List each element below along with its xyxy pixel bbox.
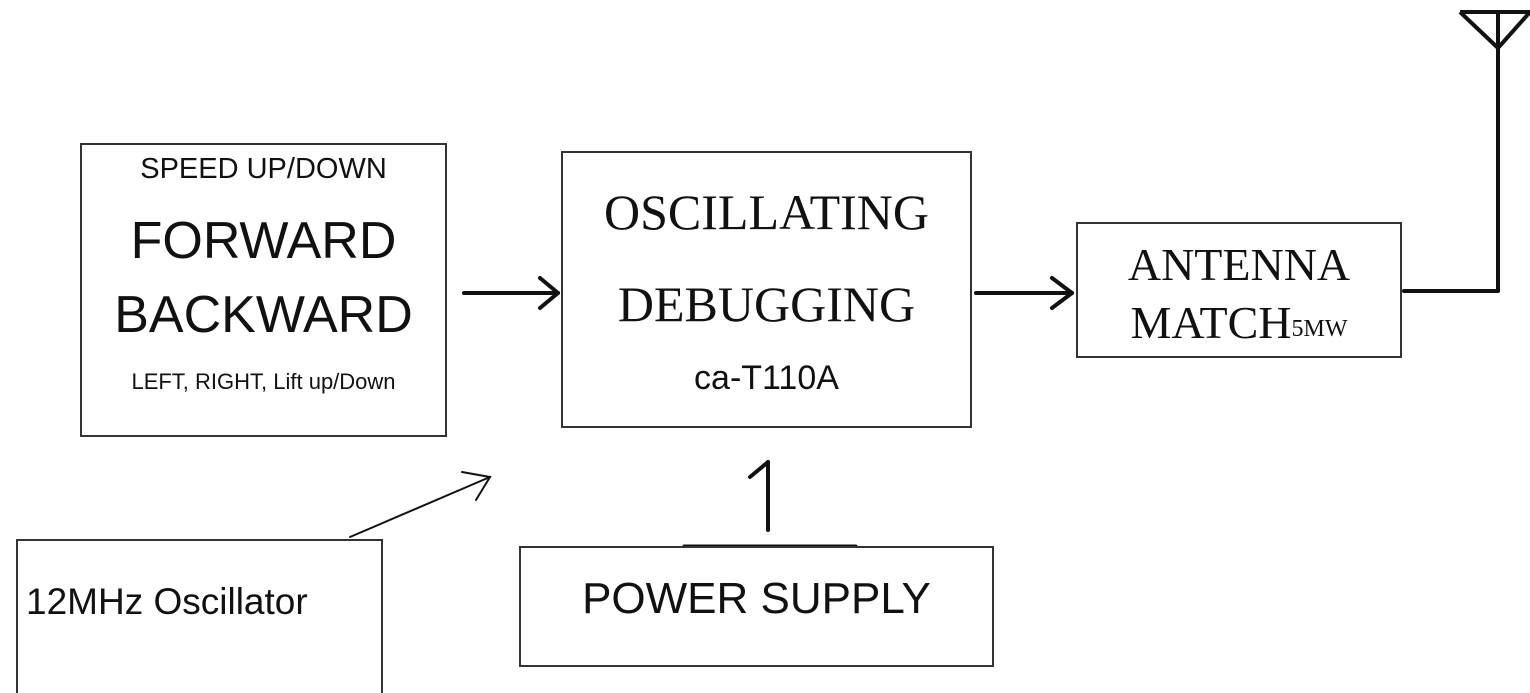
antenna-match-power: 5MW xyxy=(1291,316,1348,342)
antenna-icon xyxy=(1458,10,1530,50)
antenna-match-line-2: MATCH5MW xyxy=(1078,296,1400,349)
oscillating-debugging-block: OSCILLATING DEBUGGING ca-T110A xyxy=(561,151,972,428)
control-line-3: BACKWARD xyxy=(114,286,413,344)
crystal-label: 12MHz Oscillator xyxy=(26,581,308,622)
arrow-oscillator-to-antenna-match xyxy=(974,276,1074,310)
antenna-match-block: ANTENNA MATCH5MW xyxy=(1076,222,1402,358)
power-feed-line xyxy=(682,460,858,548)
power-supply-block: POWER SUPPLY xyxy=(519,546,994,667)
control-line-4: LEFT, RIGHT, Lift up/Down xyxy=(131,369,396,394)
oscillator-line-2: DEBUGGING xyxy=(617,276,916,332)
antenna-match-line-1: ANTENNA xyxy=(1127,239,1351,290)
control-block: SPEED UP/DOWN FORWARD BACKWARD LEFT, RIG… xyxy=(80,143,447,437)
oscillator-line-1: OSCILLATING xyxy=(604,184,929,240)
arrow-control-to-oscillator xyxy=(462,276,560,310)
control-line-1: SPEED UP/DOWN xyxy=(140,153,387,185)
oscillator-part-number: ca-T110A xyxy=(694,359,839,397)
antenna-match-word: MATCH xyxy=(1130,297,1292,348)
crystal-oscillator-block: 12MHz Oscillator xyxy=(16,539,383,693)
control-line-2: FORWARD xyxy=(130,212,397,270)
antenna-feed-line xyxy=(1402,43,1500,293)
power-supply-label: POWER SUPPLY xyxy=(582,574,931,623)
arrow-crystal-to-oscillator xyxy=(349,471,492,538)
